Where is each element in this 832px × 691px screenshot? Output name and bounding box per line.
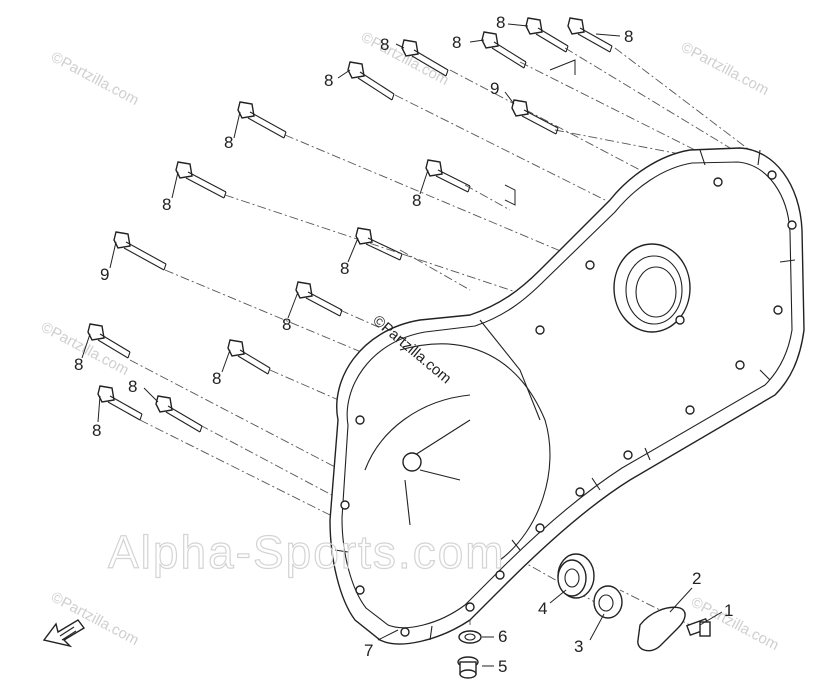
callout-label: 8 <box>624 27 633 46</box>
callout-label: 8 <box>324 71 333 90</box>
clutch-cover <box>329 147 805 645</box>
watermark-text: ©Partzilla.com <box>678 39 772 100</box>
washer <box>458 630 482 644</box>
bolt <box>425 159 471 193</box>
drain-plug <box>457 656 479 679</box>
callout-label: 8 <box>128 377 137 396</box>
bolt <box>481 31 527 69</box>
callout-label: 7 <box>364 641 373 660</box>
callout-label: 8 <box>74 355 83 374</box>
callout-label: 8 <box>224 133 233 152</box>
bolt <box>511 99 559 135</box>
watermark-large: Alpha-Sports.com <box>108 526 506 578</box>
callout-label: 9 <box>100 265 109 284</box>
bolt <box>87 323 131 359</box>
direction-arrow-icon <box>42 619 86 648</box>
callout-labels: 8 8 8 8 8 9 8 8 8 9 8 8 8 8 8 8 8 1 2 3 … <box>74 13 733 676</box>
callout-label: 8 <box>92 421 101 440</box>
callout-label: 8 <box>412 191 421 210</box>
bolt <box>227 339 271 375</box>
callout-label: 6 <box>498 627 507 646</box>
bearing <box>557 553 595 599</box>
callout-label: 4 <box>538 599 547 618</box>
callout-label: 8 <box>212 369 221 388</box>
callout-label: 8 <box>282 315 291 334</box>
oil-seal <box>593 585 623 619</box>
bolt <box>175 161 227 199</box>
callout-leaders <box>81 23 723 667</box>
plate <box>637 606 686 652</box>
bolt <box>295 281 343 317</box>
bolt <box>237 101 287 139</box>
bolt <box>347 61 395 101</box>
bolt <box>355 227 403 261</box>
callout-label: 8 <box>380 35 389 54</box>
bolt-group <box>87 17 613 433</box>
callout-label: 2 <box>692 569 701 588</box>
callout-label: 8 <box>496 13 505 32</box>
callout-label: 9 <box>490 79 499 98</box>
bolt <box>97 385 143 421</box>
callout-label: 8 <box>162 195 171 214</box>
callout-label: 1 <box>724 601 733 620</box>
callout-label: 8 <box>340 259 349 278</box>
callout-label: 8 <box>452 33 461 52</box>
bolt <box>567 17 613 53</box>
callout-label: 5 <box>498 657 507 676</box>
bolt <box>525 17 569 53</box>
watermark-text: ©Partzilla.com <box>48 49 142 110</box>
bolt <box>113 231 167 271</box>
small-parts <box>457 553 711 679</box>
bolt <box>155 395 203 433</box>
callout-label: 3 <box>574 637 583 656</box>
